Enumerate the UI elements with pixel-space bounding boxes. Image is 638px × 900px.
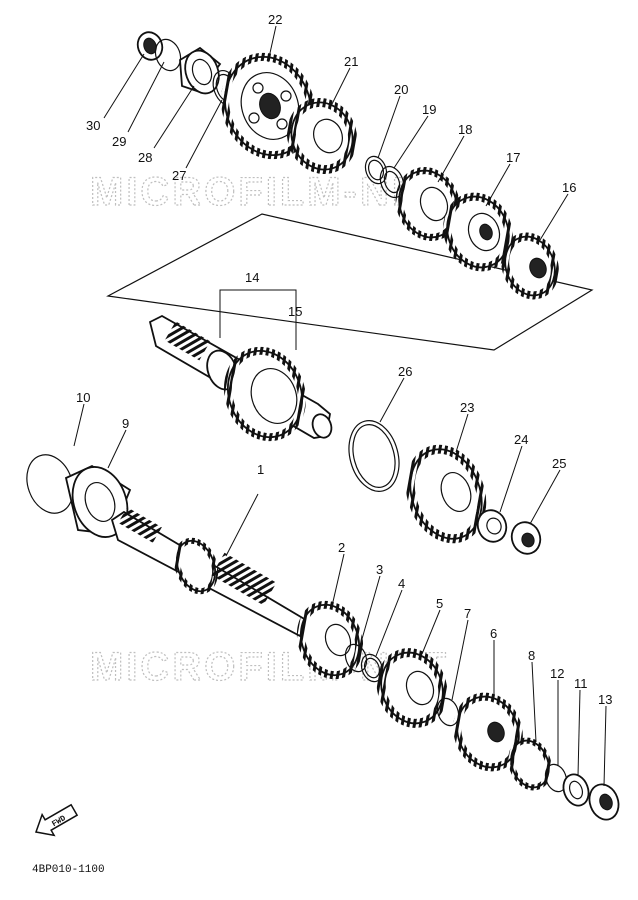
callout-16: 16 [562, 180, 576, 195]
callout-labels: 1 2 3 4 5 6 7 8 9 10 11 12 13 14 15 16 1… [76, 12, 612, 707]
part-28-bearing [179, 46, 222, 95]
part-30-circlip [136, 31, 164, 61]
callout-11: 11 [574, 676, 588, 691]
part-8-gear [508, 737, 552, 791]
callout-26: 26 [398, 364, 412, 379]
part-3-washer [344, 643, 368, 673]
part-24-lock-washer [476, 509, 508, 543]
part-25-nut [510, 521, 542, 555]
watermark-top: MICROFILM-NET [90, 170, 449, 214]
callout-5: 5 [436, 596, 443, 611]
callout-12: 12 [550, 666, 564, 681]
part-6-gear [453, 692, 523, 772]
callout-1: 1 [257, 462, 264, 477]
part-23-sprocket [405, 444, 487, 544]
callout-10: 10 [76, 390, 90, 405]
callout-19: 19 [422, 102, 436, 117]
callout-29: 29 [112, 134, 126, 149]
part-1-drive-axle [110, 507, 308, 638]
callout-9: 9 [122, 416, 129, 431]
part-21-gear [287, 97, 357, 175]
part-13-collar [588, 783, 620, 821]
part-11-bearing [562, 773, 590, 807]
callout-4: 4 [398, 576, 405, 591]
part-29-washer [154, 38, 182, 72]
callout-21: 21 [344, 54, 358, 69]
callout-20: 20 [394, 82, 408, 97]
leader-lines [73, 25, 607, 787]
part-17-gear [443, 192, 513, 272]
callout-7: 7 [464, 606, 471, 621]
diagram-code: 4BP010-1100 [32, 864, 105, 876]
part-2-gear [296, 600, 364, 680]
callout-22: 22 [268, 12, 282, 27]
callout-15: 15 [288, 304, 302, 319]
callout-3: 3 [376, 562, 383, 577]
callout-30: 30 [86, 118, 100, 133]
assembly-outline-box [106, 213, 594, 351]
callout-23: 23 [460, 400, 474, 415]
callout-24: 24 [514, 432, 528, 447]
callout-18: 18 [458, 122, 472, 137]
callout-2: 2 [338, 540, 345, 555]
callout-25: 25 [552, 456, 566, 471]
part-7-washer [436, 697, 460, 727]
callout-27: 27 [172, 168, 186, 183]
part-26-circlip [348, 420, 400, 492]
part-5-gear [376, 648, 448, 728]
part-16-gear [501, 232, 559, 300]
callout-6: 6 [490, 626, 497, 641]
fwd-arrow-icon: FWD [35, 803, 79, 837]
callout-28: 28 [138, 150, 152, 165]
callout-13: 13 [598, 692, 612, 707]
callout-17: 17 [506, 150, 520, 165]
callout-8: 8 [528, 648, 535, 663]
part-12-circlip [544, 763, 568, 793]
callout-14: 14 [245, 270, 259, 285]
part-14-main-axle-assembly [148, 314, 333, 442]
part-18-gear [395, 167, 461, 241]
